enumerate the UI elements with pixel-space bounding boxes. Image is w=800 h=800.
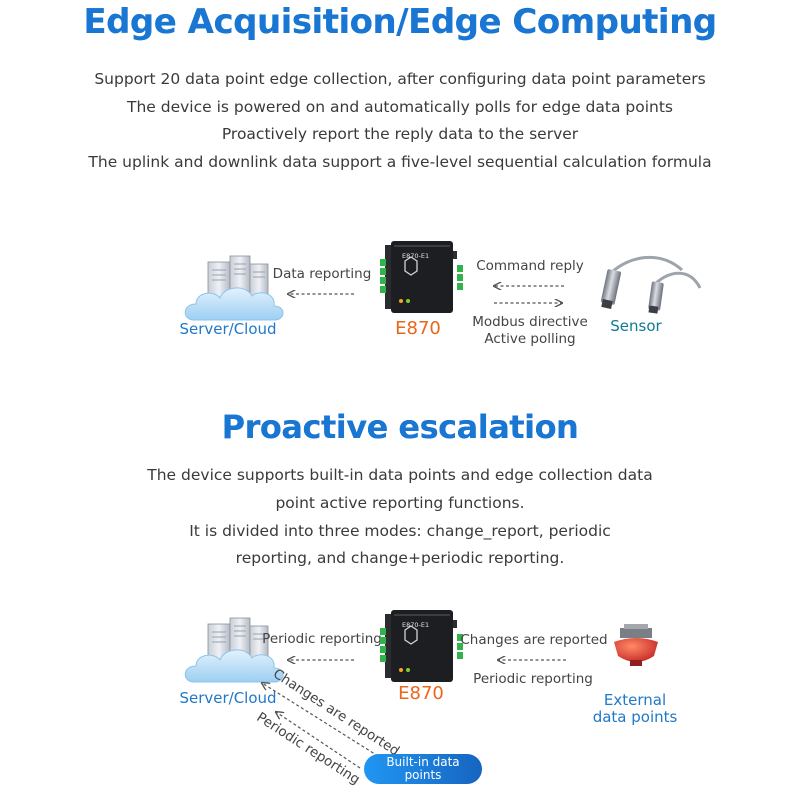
active-polling-label: Active polling	[484, 331, 575, 347]
data-reporting-label: Data reporting	[273, 266, 372, 282]
server-cloud-icon-2	[184, 617, 284, 683]
section2-line: The device supports built-in data points…	[147, 466, 653, 484]
device-silkscreen: E870-E1	[402, 252, 429, 260]
section2-description: The device supports built-in data points…	[0, 462, 800, 573]
modbus-directive-label: Modbus directive	[472, 314, 588, 330]
section2-title: Proactive escalation	[0, 408, 800, 446]
section1-description: Support 20 data point edge collection, a…	[0, 66, 800, 176]
sensor-label: Sensor	[610, 317, 662, 335]
server-cloud-label-2: Server/Cloud	[179, 689, 276, 707]
external-data-points-line1: External	[604, 691, 666, 709]
e870-label: E870	[395, 318, 441, 339]
builtin-label-line2: points	[405, 768, 442, 782]
device-silkscreen-2: E870-E1	[402, 621, 429, 629]
periodic-reporting-top-label: Periodic reporting	[262, 631, 382, 647]
section1-line: Proactively report the reply data to the…	[221, 125, 579, 143]
section1-line: Support 20 data point edge collection, a…	[94, 70, 706, 88]
section2-line: point active reporting functions.	[275, 493, 525, 512]
sensor-icon	[600, 255, 702, 314]
section2-line: It is divided into three modes: change_r…	[189, 521, 611, 540]
builtin-changes-arrow	[262, 683, 379, 757]
section2-line: reporting, and change+periodic reporting…	[235, 549, 565, 568]
external-data-point-icon	[614, 624, 658, 666]
e870-label-2: E870	[398, 683, 444, 704]
builtin-periodic-arrow	[276, 712, 361, 769]
command-reply-label: Command reply	[476, 258, 584, 274]
server-cloud-icon	[184, 255, 284, 321]
section1-line: The device is powered on and automatical…	[127, 97, 673, 116]
builtin-data-points-badge	[364, 754, 482, 784]
external-data-points-line2: data points	[593, 708, 678, 726]
section1-line: The uplink and downlink data support a f…	[88, 152, 712, 171]
section1-title: Edge Acquisition/Edge Computing	[0, 2, 800, 42]
periodic-reporting-right-label: Periodic reporting	[473, 671, 593, 687]
builtin-label-line1: Built-in data	[386, 755, 459, 769]
changes-reported-right-label: Changes are reported	[460, 632, 607, 648]
server-cloud-label: Server/Cloud	[179, 320, 276, 338]
